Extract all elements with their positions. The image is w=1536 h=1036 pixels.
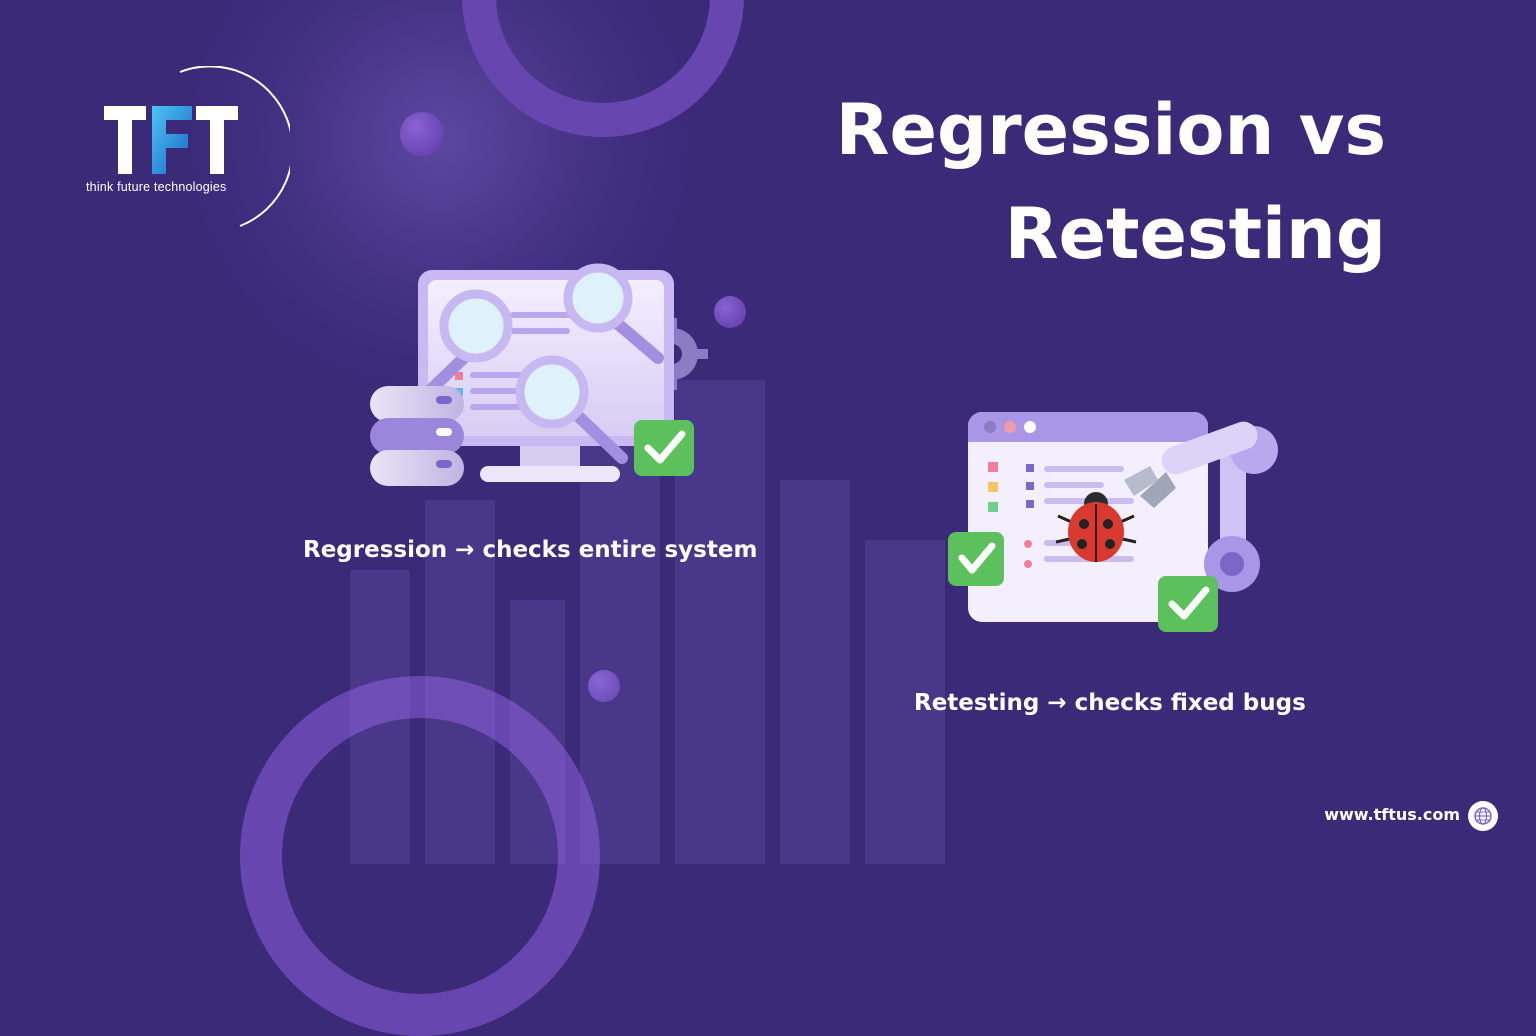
checkmark-icon [634, 420, 694, 476]
title-line-1: Regression vs [835, 89, 1386, 171]
decorative-dot [588, 670, 620, 702]
page-title: Regression vs Retesting [836, 78, 1386, 286]
globe-icon-glyph [1474, 807, 1492, 825]
title-line-2: Retesting [1004, 193, 1386, 275]
regression-caption: Regression → checks entire system [303, 537, 758, 563]
regression-illustration [370, 263, 708, 486]
decorative-dot [400, 112, 444, 156]
retesting-caption: Retesting → checks fixed bugs [914, 690, 1306, 716]
logo-tagline: think future technologies [86, 180, 227, 194]
logo-mark [104, 106, 238, 174]
retesting-illustration [948, 412, 1278, 632]
company-logo: think future technologies [80, 66, 295, 236]
checkmark-icon [1158, 576, 1218, 632]
decorative-dot [714, 296, 746, 328]
checkmark-icon [948, 532, 1004, 586]
magnifier-icon [515, 355, 628, 464]
ladybug-icon [1055, 492, 1137, 562]
logo-arc [179, 66, 290, 227]
globe-icon[interactable] [1468, 801, 1498, 831]
database-icon [370, 386, 464, 486]
city-background [350, 380, 945, 864]
magnifier-icon [563, 263, 664, 364]
website-link[interactable]: www.tftus.com [1324, 805, 1460, 824]
robot-arm-icon [1124, 421, 1278, 592]
